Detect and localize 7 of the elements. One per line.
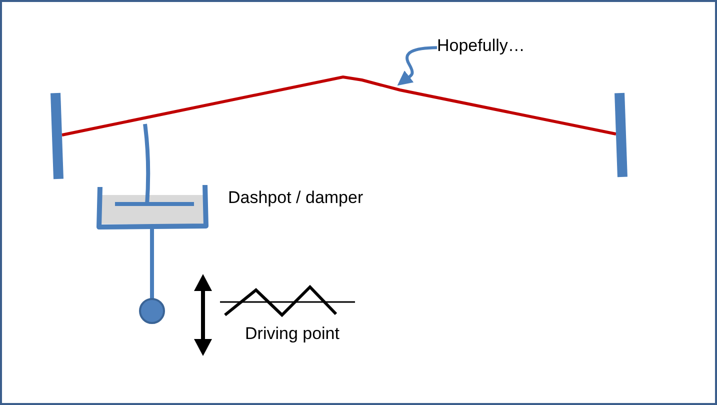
wall-post	[50, 92, 64, 180]
part-label: Dashpot / damper	[228, 188, 364, 208]
string-line	[62, 75, 616, 136]
leader-arrow	[397, 46, 438, 86]
annotation-text: Hopefully…	[437, 36, 525, 56]
wall-post	[614, 92, 628, 178]
part-label: Driving point	[245, 324, 340, 344]
